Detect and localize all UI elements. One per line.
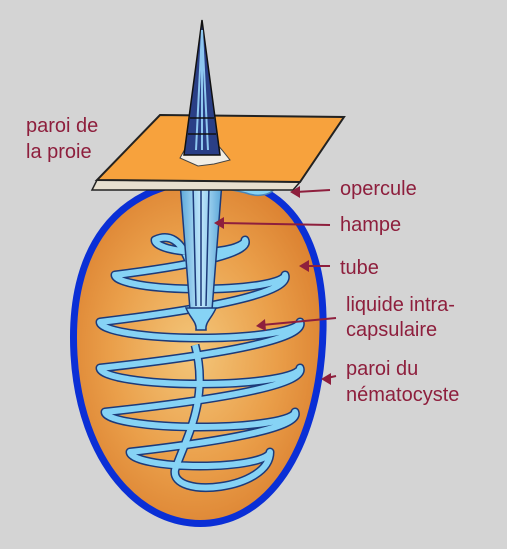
arrow-fluid (261, 317, 337, 326)
arrow-operculum (295, 189, 331, 193)
label-fluid-line2: capsulaire (346, 319, 438, 341)
label-capsule-wall-line1: paroi du (346, 358, 419, 380)
shaft (179, 181, 223, 331)
label-prey-wall-line1: paroi de (26, 115, 99, 137)
coiled-tube-fill (97, 234, 304, 491)
spike (183, 19, 221, 156)
label-prey-wall-line2: la proie (26, 141, 92, 163)
coiled-tube (95, 233, 305, 493)
label-fluid-line1: liquide intra- (346, 294, 455, 316)
label-capsule-wall-line2: nématocyste (346, 384, 460, 406)
arrow-shaft (219, 222, 331, 226)
label-tube: tube (340, 257, 379, 279)
pointer-arrows (214, 186, 337, 385)
label-operculum: opercule (340, 178, 417, 200)
label-shaft: hampe (340, 214, 402, 236)
